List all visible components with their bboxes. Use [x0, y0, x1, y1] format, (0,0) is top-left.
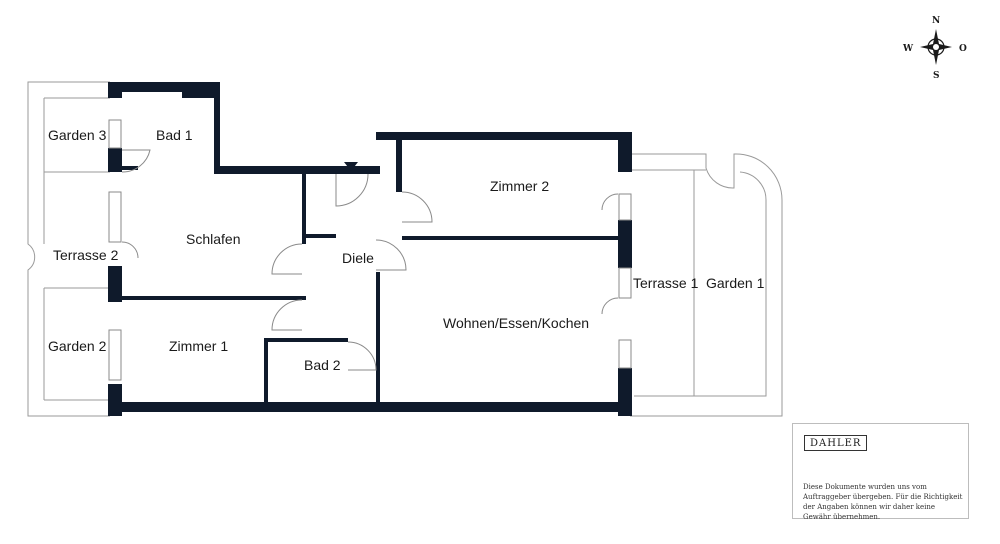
legend-box: DAHLER Diese Dokumente wurden uns vom Au…	[792, 423, 969, 521]
door-bad1	[121, 149, 151, 173]
room-labels: Garden 3 Bad 1 Schlafen Terrasse 2 Garde…	[48, 127, 765, 373]
door-terrasse2	[121, 241, 139, 259]
window-wohnen-top	[618, 267, 632, 299]
disclaimer-text: Diese Dokumente wurden uns vom Auftragge…	[803, 483, 963, 521]
label-wohnen: Wohnen/Essen/Kochen	[443, 315, 589, 331]
compass-north: N	[932, 16, 940, 26]
wall-bottom	[108, 402, 632, 412]
compass-rose-icon: N S W O	[902, 16, 967, 81]
wall-bad2-left	[264, 338, 268, 404]
compass-east: O	[959, 44, 967, 54]
right-garden-outline	[630, 153, 783, 417]
wall-bad1-top	[108, 82, 220, 92]
compass-west: W	[902, 44, 914, 54]
left-garden-outline	[27, 81, 110, 417]
label-zimmer1: Zimmer 1	[169, 338, 228, 354]
label-schlafen: Schlafen	[186, 231, 240, 247]
wall-bad1-bottom	[122, 166, 138, 170]
brand-logo: DAHLER	[804, 435, 868, 451]
outdoor-outline	[27, 81, 783, 417]
entrance-arrow-icon	[344, 162, 358, 171]
door-terrasse1-bottom	[601, 297, 619, 315]
windows	[108, 119, 632, 381]
wall-top-middle	[214, 166, 380, 174]
wall-right-top	[618, 132, 632, 172]
label-terrasse2: Terrasse 2	[53, 247, 119, 263]
door-zimmer1	[271, 299, 303, 331]
wall-zimmer2-left	[396, 132, 402, 192]
label-garden1: Garden 1	[706, 275, 765, 291]
window-wohnen-bottom	[618, 339, 632, 369]
door-schlafen	[271, 243, 303, 275]
window-garden3	[108, 119, 122, 149]
door-bad2	[347, 341, 377, 371]
wall-bad1-shaft	[182, 92, 214, 98]
walls	[108, 82, 632, 416]
label-bad1: Bad 1	[156, 127, 193, 143]
wall-diele-mid	[306, 234, 336, 238]
wall-schlafen-zimmer1	[122, 296, 306, 300]
window-terrasse2	[108, 191, 122, 243]
label-zimmer2: Zimmer 2	[490, 178, 549, 194]
door-wohnen	[375, 239, 407, 271]
wall-bad2-top	[264, 338, 348, 342]
door-entrance	[335, 173, 369, 207]
wall-diele-wohnen	[376, 272, 380, 404]
door-zimmer2	[401, 191, 433, 223]
label-garden3: Garden 3	[48, 127, 107, 143]
wall-top-right	[376, 132, 632, 140]
label-bad2: Bad 2	[304, 357, 341, 373]
label-terrasse1: Terrasse 1	[633, 275, 699, 291]
wall-right-mid	[618, 220, 632, 268]
doors	[121, 149, 619, 371]
wall-bad1-right	[214, 82, 220, 174]
wall-schlafen-diele	[302, 174, 306, 244]
wall-diele-zimmer2	[402, 236, 620, 240]
window-zimmer2	[618, 193, 632, 221]
window-garden2	[108, 329, 122, 381]
label-diele: Diele	[342, 250, 374, 266]
label-garden2: Garden 2	[48, 338, 107, 354]
wall-left-mid1	[108, 148, 122, 172]
garden1-inner	[634, 171, 767, 397]
door-terrasse1-top	[601, 193, 619, 211]
compass-south: S	[933, 71, 940, 81]
wall-left-mid2	[108, 266, 122, 302]
